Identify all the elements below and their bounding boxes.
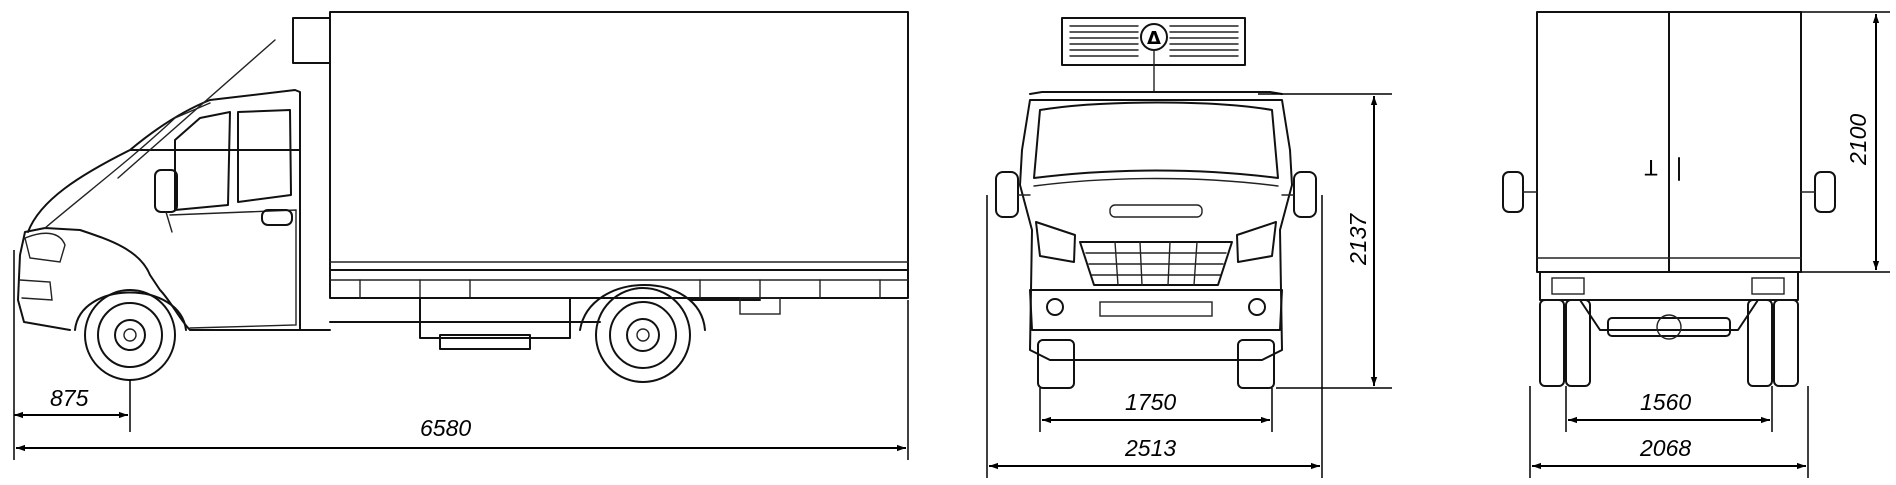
dimension-overall-length-value: 6580 <box>420 415 471 441</box>
door-window <box>237 109 292 203</box>
left-door-handle: T <box>1644 155 1657 180</box>
side-mirror <box>154 169 178 213</box>
rear-wheel <box>595 287 691 383</box>
left-fog-light <box>1046 298 1064 316</box>
front-left-mirror <box>995 171 1019 218</box>
dimension-front-track-value: 1750 <box>1125 389 1176 415</box>
front-bumper <box>1029 289 1283 331</box>
rear-right-mirror <box>1814 171 1836 213</box>
dimension-front-overhang-value: 875 <box>50 385 89 411</box>
dimension-overall-width-value: 2513 <box>1124 435 1176 461</box>
rear-view: T 2100 1560 <box>1502 11 1890 478</box>
rear-left-mirror <box>1502 171 1524 213</box>
dimension-front-overhang: 875 <box>14 380 131 432</box>
dimension-overall-height: 2137 <box>1258 93 1392 389</box>
front-right-tire <box>1237 339 1275 389</box>
dimension-rear-track-value: 1560 <box>1640 389 1691 415</box>
left-headlight <box>1035 221 1076 263</box>
rear-bumper <box>1539 271 1799 301</box>
front-left-tire <box>1037 339 1075 389</box>
front-windshield <box>1033 101 1279 179</box>
side-window <box>174 111 231 211</box>
dimension-front-track: 1750 <box>1039 388 1273 432</box>
dimension-rear-width: 2068 <box>1529 386 1809 478</box>
rear-left-inner-tire <box>1565 299 1591 387</box>
dimension-rear-width-value: 2068 <box>1639 435 1691 461</box>
refrigeration-unit <box>292 17 331 64</box>
front-cab-outline <box>1019 99 1293 361</box>
dimension-overall-width: 2513 <box>986 195 1323 478</box>
dimension-overall-length: 6580 <box>13 250 909 460</box>
front-right-mirror <box>1293 171 1317 218</box>
right-fog-light <box>1248 298 1266 316</box>
dimension-box-height: 2100 <box>1801 11 1890 273</box>
rear-right-inner-tire <box>1747 299 1773 387</box>
rear-left-outer-tire <box>1539 299 1565 387</box>
warning-triangle-icon: Δ <box>1147 28 1161 49</box>
rear-right-outer-tire <box>1773 299 1799 387</box>
dimension-rear-track: 1560 <box>1565 386 1773 432</box>
cargo-box <box>329 11 909 271</box>
side-view: 875 6580 <box>13 11 909 460</box>
dimension-box-height-value: 2100 <box>1845 114 1871 166</box>
dimension-overall-height-value: 2137 <box>1345 213 1371 266</box>
front-view: Δ <box>986 17 1392 478</box>
rear-axle <box>1607 317 1731 337</box>
right-headlight <box>1236 221 1277 263</box>
front-grille <box>1079 241 1233 286</box>
